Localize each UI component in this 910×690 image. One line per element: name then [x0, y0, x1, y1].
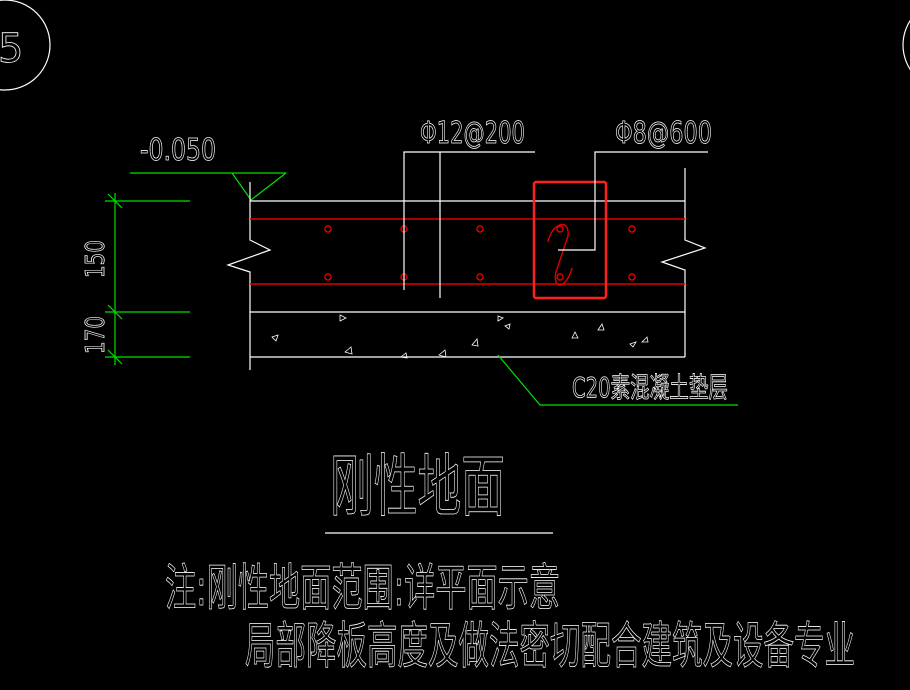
tie-hook — [547, 224, 573, 286]
elevation-label: -0.050 — [140, 133, 216, 168]
concrete-hatch — [271, 314, 649, 359]
leader-lines — [403, 151, 708, 298]
axis-bubble-right — [902, 19, 910, 71]
elevation-marker: -0.050 — [130, 133, 287, 201]
bedding-label: C20素混凝土垫层 — [572, 371, 728, 404]
axis-bubble-left — [0, 0, 51, 91]
highlight-box — [532, 180, 608, 300]
note-line-2: 局部降板高度及做法密切配合建筑及设备专业 — [245, 617, 855, 675]
dimension-chain: 150 170 — [81, 193, 190, 365]
dimension-170: 170 — [81, 316, 111, 354]
bedding-leader — [497, 354, 738, 406]
rebar-main-label: Φ12@200 — [420, 116, 525, 151]
dimension-150: 150 — [81, 240, 111, 278]
rebar-tie-label: Φ8@600 — [615, 116, 712, 151]
note-line-1: 注:刚性地面范围:详平面示意 — [165, 559, 560, 617]
axis-label-left: 5 — [0, 26, 23, 72]
slab-section — [226, 168, 707, 370]
rebar-dots — [324, 224, 636, 286]
drawing-title: 刚性地面 — [330, 448, 505, 527]
